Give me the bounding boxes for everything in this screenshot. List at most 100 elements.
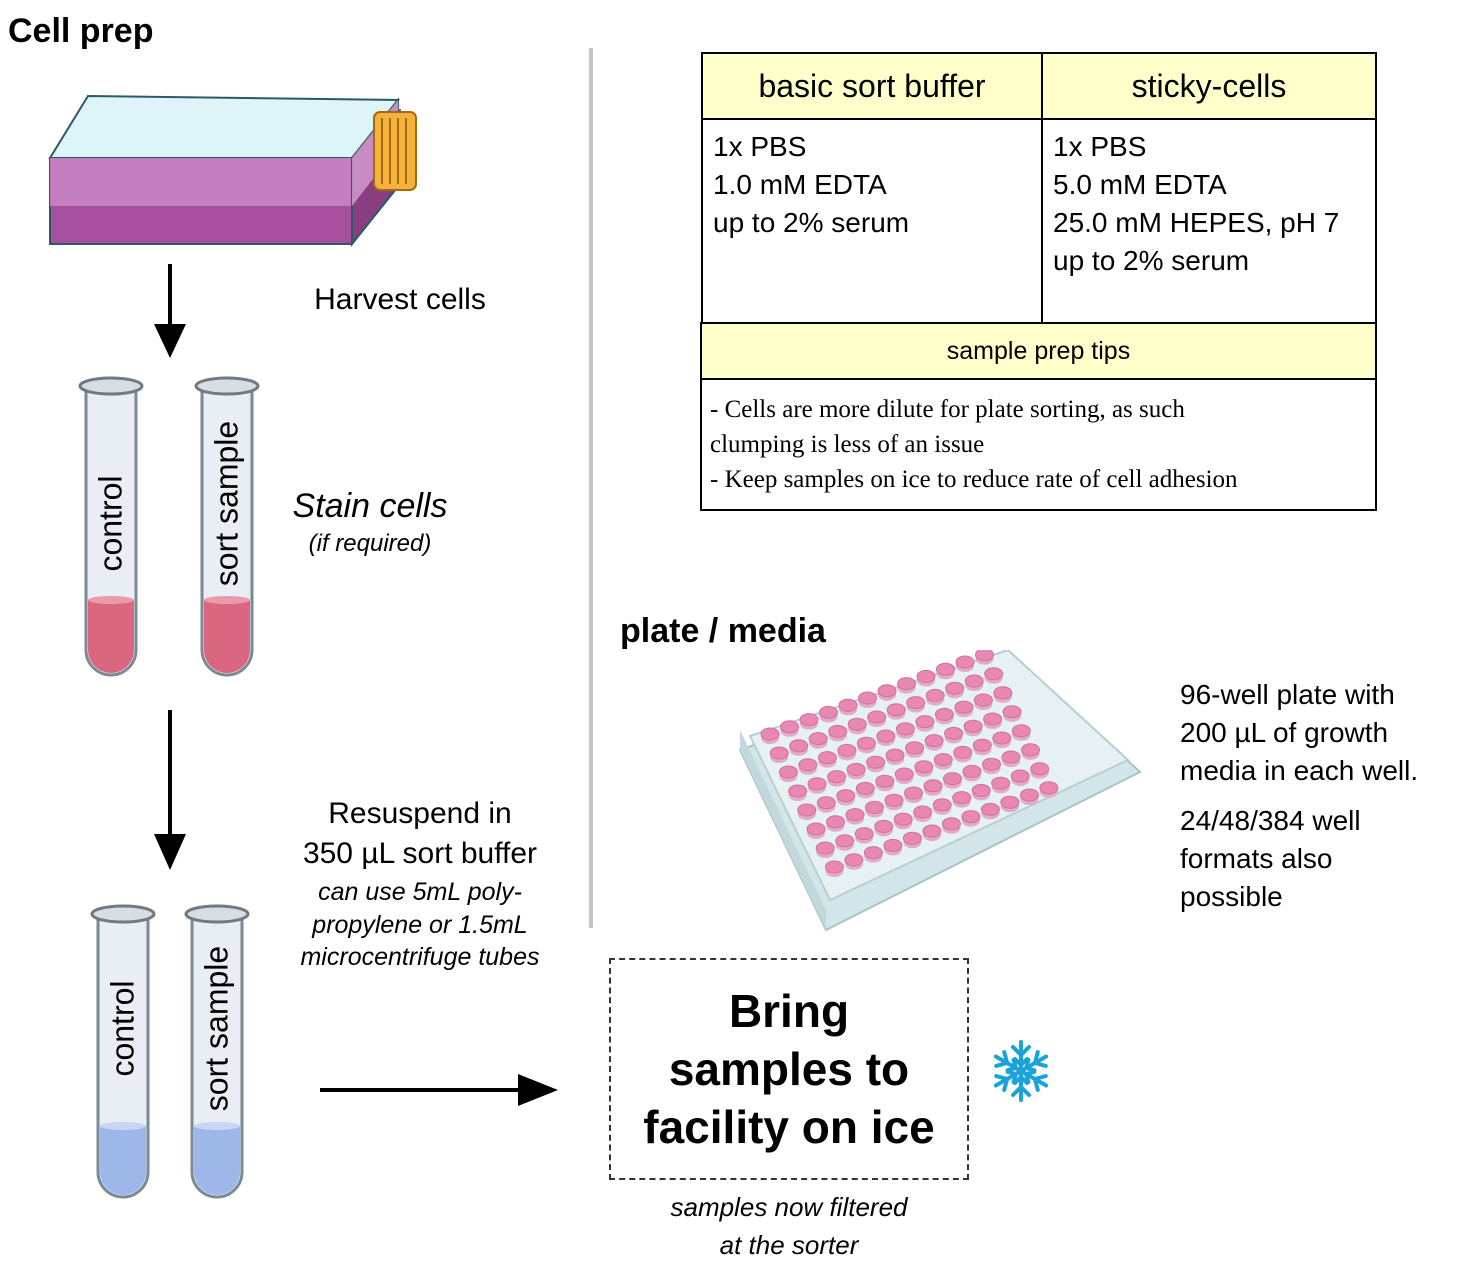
well-media bbox=[798, 758, 818, 772]
well-media bbox=[865, 800, 884, 814]
buffer-header-basic: basic sort buffer bbox=[701, 52, 1043, 120]
well-media bbox=[837, 743, 857, 757]
well-media bbox=[1000, 795, 1020, 809]
sample-prep-tips: sample prep tips - Cells are more dilute… bbox=[700, 322, 1377, 511]
well-media bbox=[904, 786, 923, 800]
well-media bbox=[980, 802, 1000, 816]
well-media bbox=[916, 669, 936, 683]
well-media bbox=[964, 674, 984, 688]
well-media bbox=[886, 703, 906, 717]
tube-note-line-1: can use 5mL poly- bbox=[318, 878, 522, 906]
well-media bbox=[934, 707, 954, 721]
plate-format-line: 24/48/384 well bbox=[1180, 805, 1361, 836]
recipe-line: 1x PBS bbox=[1053, 131, 1147, 162]
well-media bbox=[972, 738, 992, 752]
tube-label-sort-sample: sort sample bbox=[208, 420, 245, 587]
well-media bbox=[924, 734, 944, 748]
well-media bbox=[914, 760, 934, 774]
plate-desc-line: media in each well. bbox=[1180, 755, 1419, 786]
well-media bbox=[884, 793, 904, 807]
recipe-line: 1.0 mM EDTA bbox=[713, 169, 887, 200]
snowflake-icon bbox=[989, 1040, 1053, 1102]
recipe-line: 25.0 mM HEPES, pH 7 bbox=[1053, 207, 1340, 238]
step-stain-note: (if required) bbox=[308, 530, 432, 557]
cell-culture-flask-icon bbox=[48, 94, 417, 247]
well-media bbox=[845, 808, 865, 822]
well-media bbox=[955, 655, 975, 669]
tip-line: - Cells are more dilute for plate sortin… bbox=[710, 396, 1185, 423]
well-media bbox=[1010, 769, 1030, 783]
well-media bbox=[941, 817, 961, 831]
well-media bbox=[780, 720, 799, 734]
plate-format-line: formats also bbox=[1180, 843, 1333, 874]
well-media bbox=[863, 846, 883, 860]
well-media bbox=[954, 700, 974, 714]
well-media bbox=[876, 729, 896, 743]
well-media bbox=[1030, 762, 1050, 776]
well-media bbox=[962, 764, 982, 778]
well-media bbox=[855, 781, 875, 795]
well-media bbox=[1019, 788, 1039, 802]
well-media bbox=[760, 727, 780, 741]
filtered-line: samples now filtered bbox=[670, 1192, 908, 1222]
well-media bbox=[963, 719, 983, 733]
tip-line: - Keep samples on ice to reduce rate of … bbox=[710, 466, 1238, 493]
well-media bbox=[885, 748, 905, 762]
recipe-line: 1x PBS bbox=[713, 131, 807, 162]
well-media bbox=[993, 686, 1013, 700]
filtered-note: samples now filtered at the sorter bbox=[609, 1188, 969, 1264]
well-plate-icon bbox=[738, 650, 1142, 932]
well-media bbox=[922, 824, 942, 838]
tips-body: - Cells are more dilute for plate sortin… bbox=[702, 380, 1375, 509]
well-media bbox=[824, 860, 844, 874]
test-tube-icon bbox=[90, 904, 156, 1199]
well-media bbox=[815, 841, 835, 855]
well-media bbox=[867, 710, 887, 724]
step-resuspend: Resuspend in 350 µL sort buffer bbox=[270, 794, 570, 874]
buffer-recipe-sticky: 1x PBS 5.0 mM EDTA 25.0 mM HEPES, pH 7 u… bbox=[1041, 118, 1377, 330]
well-media bbox=[906, 696, 926, 710]
resuspend-line-2: 350 µL sort buffer bbox=[302, 837, 538, 870]
buffer-header-sticky: sticky-cells bbox=[1041, 52, 1377, 120]
well-media bbox=[807, 777, 827, 791]
bring-line: facility on ice bbox=[643, 1101, 935, 1153]
test-tube-icon bbox=[194, 376, 260, 677]
well-media bbox=[991, 776, 1011, 790]
well-media bbox=[1001, 750, 1021, 764]
tube-label-control: control bbox=[104, 980, 141, 1077]
well-media bbox=[971, 783, 991, 797]
test-tube-icon bbox=[184, 904, 250, 1199]
well-media bbox=[858, 691, 877, 705]
well-media bbox=[902, 831, 922, 845]
well-media bbox=[856, 736, 876, 750]
well-media bbox=[895, 722, 915, 736]
section-title-plate: plate / media bbox=[620, 612, 826, 650]
buffer-recipe-basic: 1x PBS 1.0 mM EDTA up to 2% serum bbox=[701, 118, 1043, 330]
plate-description: 96-well plate with 200 µL of growth medi… bbox=[1180, 676, 1418, 916]
well-media bbox=[854, 827, 874, 841]
well-media bbox=[806, 822, 826, 836]
well-media bbox=[1039, 781, 1059, 795]
recipe-line: 5.0 mM EDTA bbox=[1053, 169, 1227, 200]
well-media bbox=[799, 713, 819, 727]
section-title-cell-prep: Cell prep bbox=[8, 12, 154, 50]
bring-line: samples to bbox=[668, 1043, 910, 1095]
well-media bbox=[846, 762, 866, 776]
bring-line: Bring bbox=[728, 985, 850, 1037]
filtered-line: at the sorter bbox=[719, 1230, 859, 1260]
tube-label-control: control bbox=[92, 475, 129, 572]
well-media bbox=[819, 705, 838, 719]
tip-line: clumping is less of an issue bbox=[710, 431, 985, 458]
well-media bbox=[915, 715, 935, 729]
well-media bbox=[925, 688, 945, 702]
divider bbox=[589, 48, 593, 928]
bring-on-ice-box: Bring samples to facility on ice bbox=[609, 958, 969, 1180]
buffer-table: basic sort buffer sticky-cells 1x PBS 1.… bbox=[701, 52, 1377, 330]
resuspend-line-1: Resuspend in bbox=[328, 797, 512, 830]
well-media bbox=[943, 772, 962, 786]
well-media bbox=[933, 753, 953, 767]
arrow-icon bbox=[320, 1074, 558, 1106]
well-media bbox=[945, 681, 965, 695]
well-media bbox=[836, 789, 856, 803]
well-media bbox=[992, 731, 1012, 745]
